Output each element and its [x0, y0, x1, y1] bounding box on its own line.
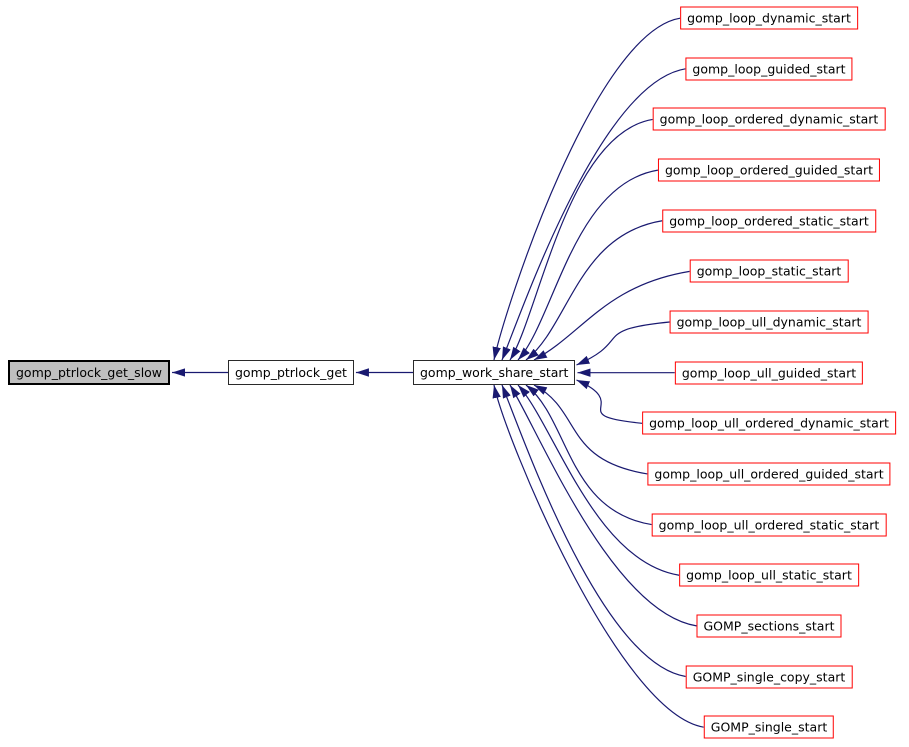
- call-edge: [517, 384, 680, 576]
- call-edge: [509, 384, 697, 627]
- node-gomp-loop-ull-ordered-dynamic-start[interactable]: gomp_loop_ull_ordered_dynamic_start: [642, 411, 896, 435]
- call-edge: [576, 379, 643, 424]
- node-gomp-ptrlock-get[interactable]: gomp_ptrlock_get: [228, 360, 354, 385]
- call-edge: [525, 384, 652, 526]
- node-gomp-loop-ull-static-start[interactable]: gomp_loop_ull_static_start: [679, 563, 859, 587]
- call-edge: [492, 384, 704, 728]
- call-edge: [517, 169, 659, 361]
- node-gomp-loop-guided-start[interactable]: gomp_loop_guided_start: [685, 57, 853, 81]
- call-edge: [533, 270, 690, 361]
- call-edge: [501, 384, 686, 678]
- node-gomp-loop-ordered-guided-start[interactable]: gomp_loop_ordered_guided_start: [657, 158, 881, 182]
- node-gomp-loop-ordered-dynamic-start[interactable]: gomp_loop_ordered_dynamic_start: [652, 107, 886, 131]
- node-gomp-loop-ull-ordered-guided-start[interactable]: gomp_loop_ull_ordered_guided_start: [647, 462, 891, 486]
- call-edge: [576, 321, 670, 366]
- call-edge: [533, 384, 648, 475]
- node-gomp-loop-ordered-static-start[interactable]: gomp_loop_ordered_static_start: [662, 209, 876, 233]
- call-edge: [509, 118, 653, 361]
- call-edge: [492, 17, 681, 361]
- node-gomp-sections-start[interactable]: GOMP_sections_start: [696, 614, 842, 638]
- node-gomp-single-copy-start[interactable]: GOMP_single_copy_start: [685, 665, 853, 689]
- call-edge: [525, 220, 663, 361]
- call-edge: [501, 68, 686, 361]
- node-gomp-loop-ull-ordered-static-start[interactable]: gomp_loop_ull_ordered_static_start: [651, 513, 887, 537]
- node-gomp-single-start[interactable]: GOMP_single_start: [703, 715, 835, 739]
- node-gomp-loop-dynamic-start[interactable]: gomp_loop_dynamic_start: [680, 6, 858, 30]
- node-gomp-loop-static-start[interactable]: gomp_loop_static_start: [689, 259, 849, 283]
- node-gomp-loop-ull-guided-start[interactable]: gomp_loop_ull_guided_start: [674, 361, 864, 385]
- node-gomp-ptrlock-get-slow: gomp_ptrlock_get_slow: [8, 360, 171, 385]
- node-gomp-loop-ull-dynamic-start[interactable]: gomp_loop_ull_dynamic_start: [669, 310, 869, 334]
- node-gomp-work-share-start[interactable]: gomp_work_share_start: [413, 360, 576, 385]
